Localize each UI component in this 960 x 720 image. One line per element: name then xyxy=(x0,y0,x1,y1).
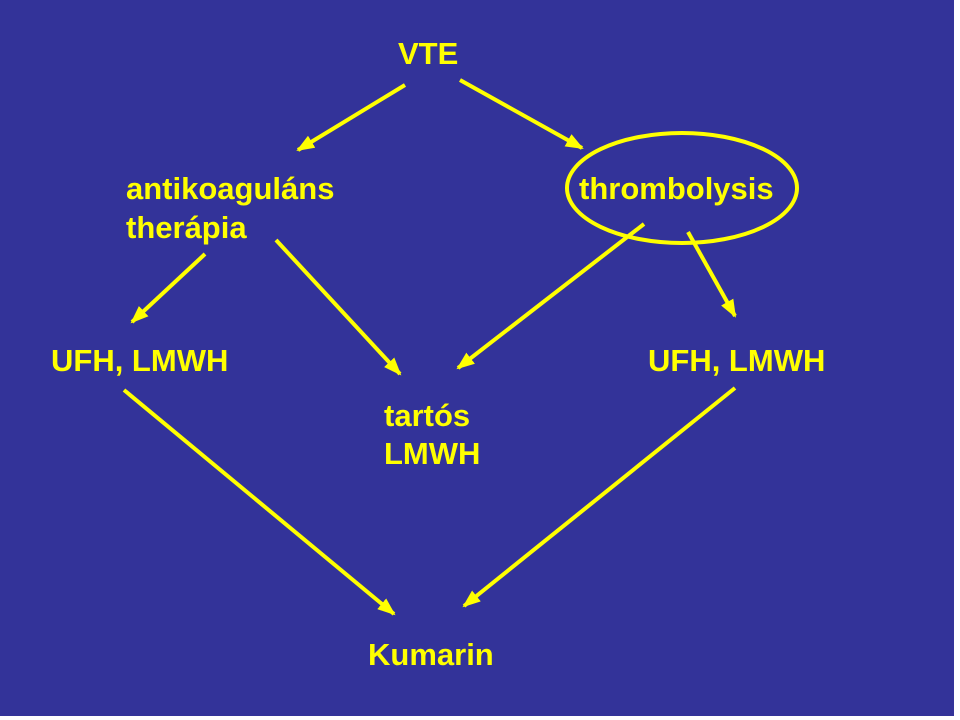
node-ufh-lmwh-right: UFH, LMWH xyxy=(648,343,826,378)
arrow-thrombolysis-to-ufh-right xyxy=(686,231,737,318)
arrow-ufh-left-to-kumarin xyxy=(122,388,396,616)
node-tartos-line2: LMWH xyxy=(384,436,481,471)
arrow-ufh-right-to-kumarin xyxy=(462,386,737,608)
arrow-anticoagulant-to-ufh-left xyxy=(130,252,207,324)
arrow-thrombolysis-to-tartos xyxy=(456,222,646,370)
arrow-vte-to-anticoagulant xyxy=(296,83,407,152)
node-anticoagulant-line1: antikoaguláns xyxy=(126,171,335,206)
arrow-vte-to-thrombolysis xyxy=(459,78,584,150)
node-thrombolysis: thrombolysis xyxy=(579,171,774,206)
node-vte: VTE xyxy=(398,36,459,71)
node-kumarin: Kumarin xyxy=(368,637,494,672)
thrombolysis-highlight-ellipse xyxy=(565,131,799,245)
node-tartos-line1: tartós xyxy=(384,398,471,433)
node-anticoagulant-line2: therápia xyxy=(126,210,247,245)
node-ufh-lmwh-left: UFH, LMWH xyxy=(51,343,229,378)
arrow-anticoagulant-to-tartos xyxy=(274,238,402,376)
